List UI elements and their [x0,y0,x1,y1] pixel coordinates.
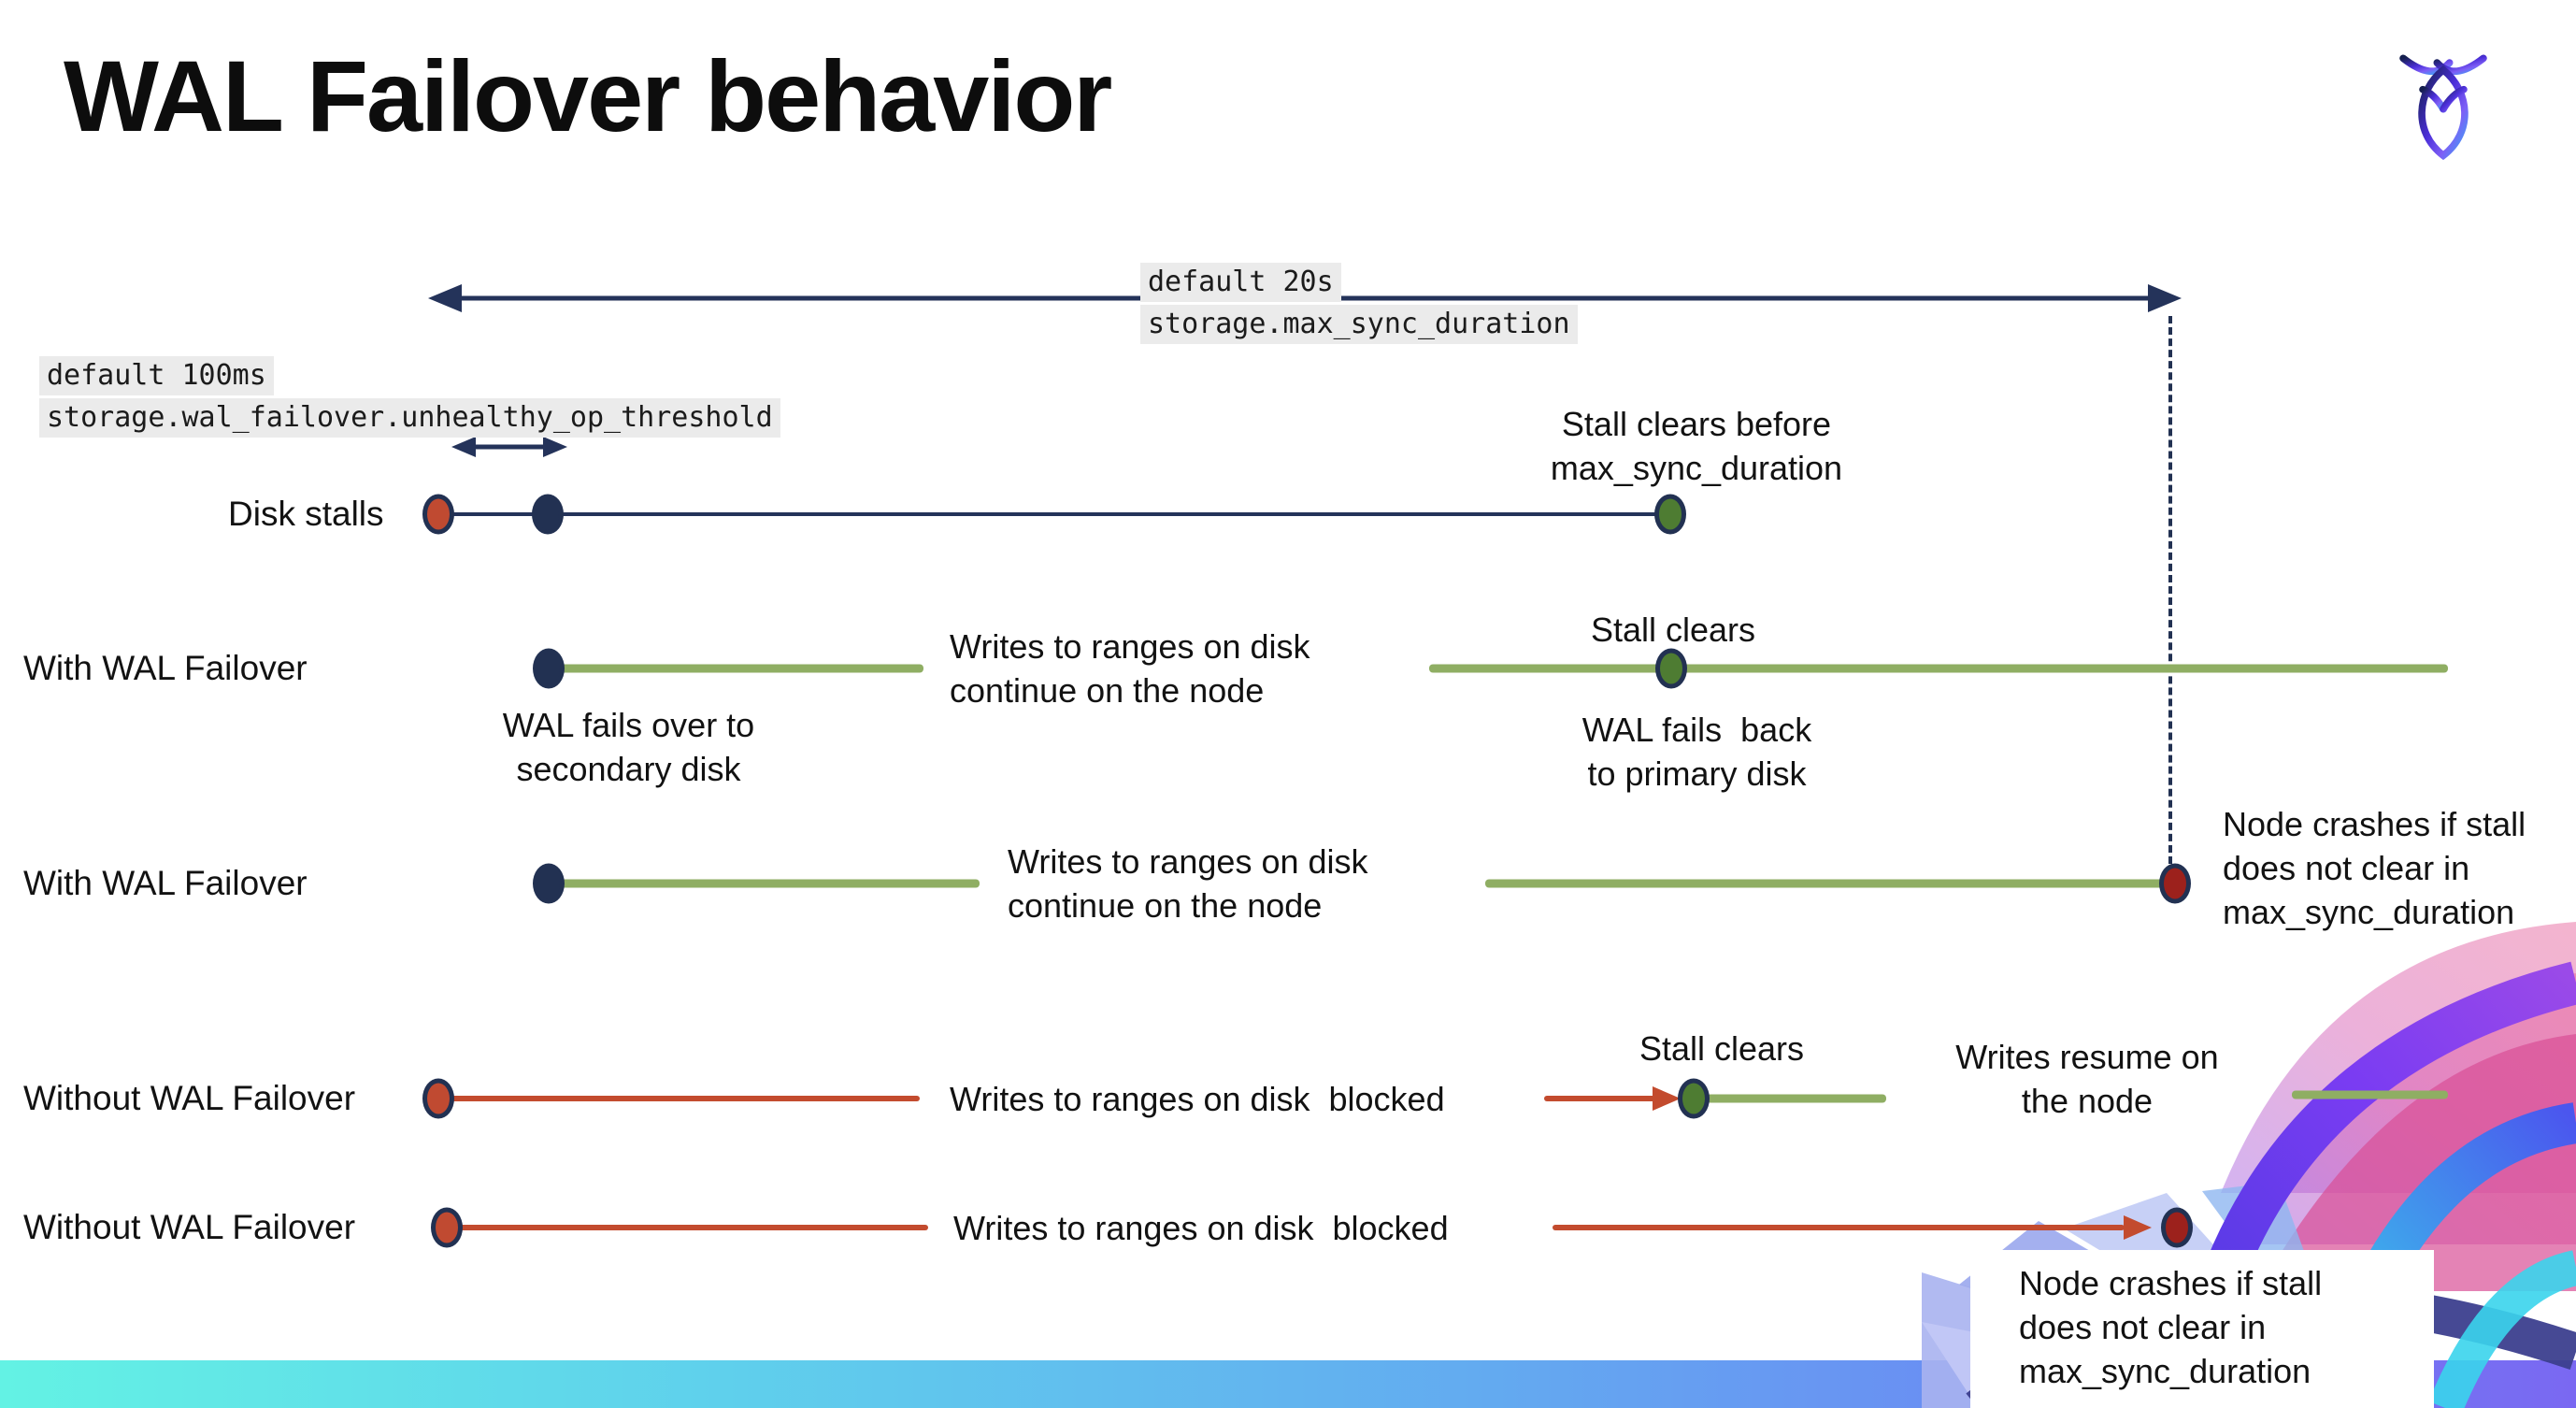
threshold-setting-name: storage.wal_failover.unhealthy_op_thresh… [39,398,780,438]
max-sync-default-value: default 20s [1140,263,1341,302]
node-crashes-note: Node crashes if stall does not clear in … [2223,805,2526,931]
failover-threshold-dot [532,494,564,535]
writes-continue-note: Writes to ranges on disk continue on the… [950,627,1310,710]
stall-clears-label: Stall clears [1639,1029,1805,1068]
threshold-default-value: default 100ms [39,356,274,395]
writes-blocked-line-2 [1553,1225,2125,1230]
writes-blocked-note: Writes to ranges on disk blocked [953,1209,1449,1247]
cockroachdb-logo-icon [2399,54,2487,161]
node-crash-dot [2159,863,2191,904]
red-arrowhead-icon [2124,1215,2152,1240]
stall-clears-before-note: Stall clears before max_sync_duration [1550,405,1843,487]
wal-fails-back-note: WAL fails back to primary disk [1581,711,1812,793]
disk-stall-timeline [438,512,1670,516]
page-title: WAL Failover behavior [64,39,1112,152]
stall-clears-label: Stall clears [1590,611,1756,649]
stall-clears-dot [1655,648,1687,689]
dashed-timeout-line [2168,316,2172,864]
node-crashes-callout: Node crashes if stall does not clear in … [1970,1250,2434,1408]
writes-blocked-line [451,1096,920,1101]
arrowhead-left-icon [428,284,462,312]
red-arrowhead-icon [1653,1086,1681,1111]
writes-resume-line-2 [2292,1090,2448,1099]
stall-clears-dot [1654,494,1686,535]
row-with-wal-failover-1-label: With WAL Failover [23,649,308,687]
row-disk-stalls-label: Disk stalls [228,495,384,533]
wal-fails-over-note: WAL fails over to secondary disk [502,706,755,788]
writes-blocked-line-2 [1544,1096,1656,1101]
threshold-arrowhead-right-icon [543,437,567,457]
writes-continue-line [561,879,980,888]
writes-continue-note: Writes to ranges on disk continue on the… [1008,842,1368,925]
max-sync-duration-label: default 20s storage.max_sync_duration [1140,263,1578,344]
stall-start-dot [422,1078,454,1119]
writes-blocked-line [458,1225,928,1230]
row-without-wal-failover-1-label: Without WAL Failover [23,1079,356,1117]
stall-clears-dot [1678,1078,1710,1119]
writes-continue-line [561,664,923,673]
stall-start-dot [431,1207,463,1248]
node-crashes-note: Node crashes if stall does not clear in … [2019,1264,2323,1390]
arrowhead-right-icon [2148,284,2182,312]
failover-dot [533,648,565,689]
stall-start-dot [422,494,454,535]
writes-blocked-note: Writes to ranges on disk blocked [950,1080,1445,1118]
max-sync-setting-name: storage.max_sync_duration [1140,305,1578,344]
unhealthy-op-threshold-label: default 100ms storage.wal_failover.unhea… [39,356,780,438]
failover-dot [533,863,565,904]
writes-continue-line-2 [1429,664,2448,673]
writes-resume-note: Writes resume on the node [1955,1038,2219,1120]
row-without-wal-failover-2-label: Without WAL Failover [23,1208,356,1246]
row-with-wal-failover-2-label: With WAL Failover [23,864,308,902]
writes-resume-line [1707,1094,1886,1103]
writes-continue-line-2 [1485,879,2166,888]
node-crash-dot [2161,1207,2193,1248]
threshold-range-arrow-line [472,444,547,450]
threshold-arrowhead-left-icon [451,437,476,457]
